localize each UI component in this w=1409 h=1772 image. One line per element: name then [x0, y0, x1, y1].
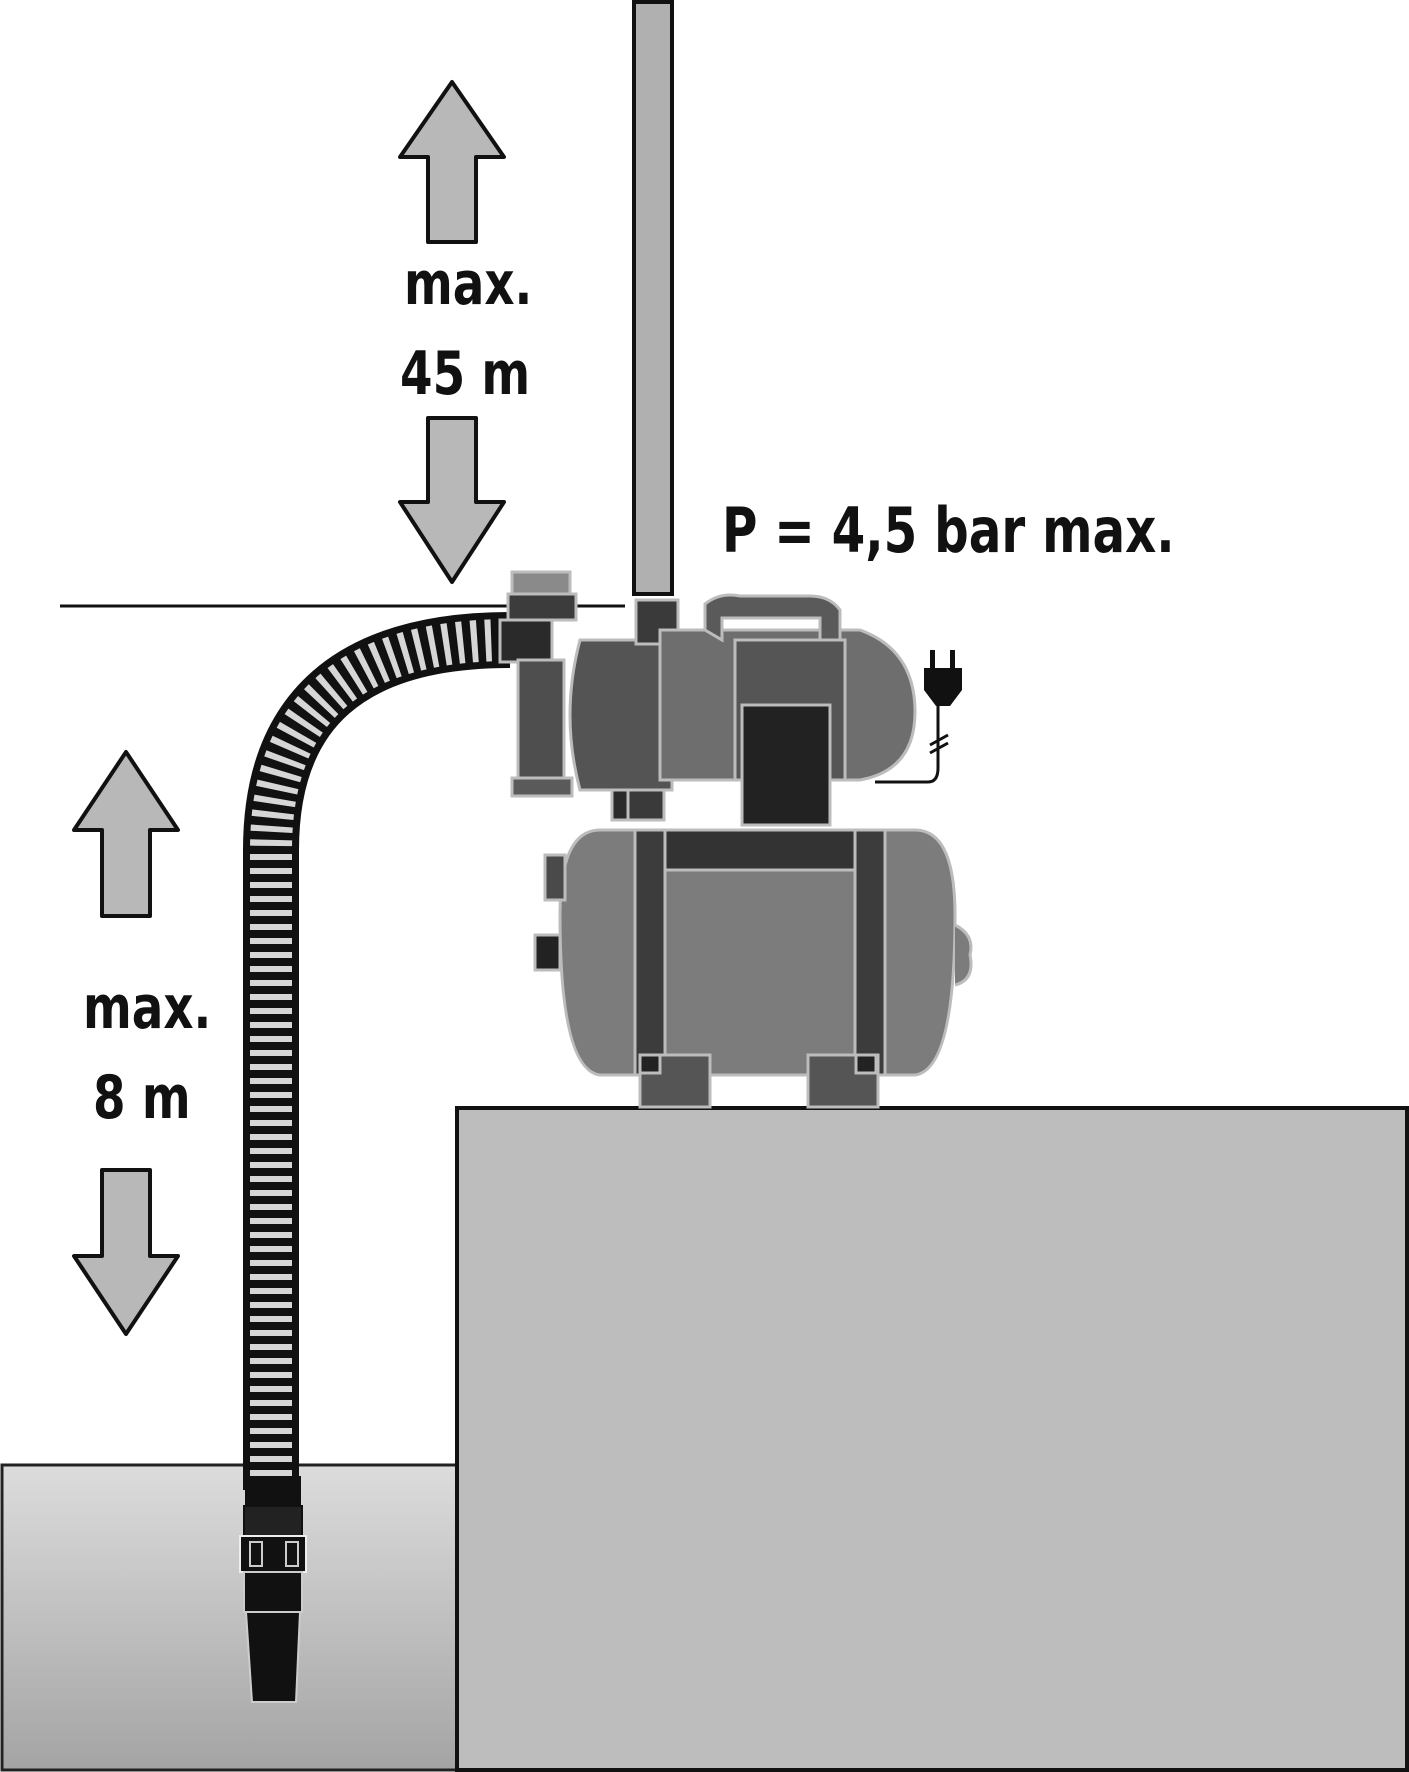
delivery-height-max-label: max.	[404, 249, 533, 319]
delivery-pipe	[632, 0, 674, 596]
suction-height-value: 8 m	[93, 1063, 191, 1133]
max-pressure-label: P = 4,5 bar max.	[722, 494, 1175, 567]
power-cable	[875, 705, 949, 784]
arrow-up-icon	[398, 80, 506, 244]
foot-valve	[239, 1476, 307, 1703]
delivery-height-value: 45 m	[400, 339, 531, 409]
pump-unit	[498, 570, 973, 1109]
suction-hose	[243, 612, 511, 1490]
arrow-down-icon	[398, 416, 506, 584]
suction-height-max-label: max.	[83, 973, 212, 1043]
arrow-up-icon	[72, 750, 180, 918]
platform-block	[455, 1106, 1409, 1772]
arrow-down-icon	[72, 1168, 180, 1336]
power-plug-icon	[924, 650, 962, 706]
water-reservoir	[0, 1463, 459, 1772]
